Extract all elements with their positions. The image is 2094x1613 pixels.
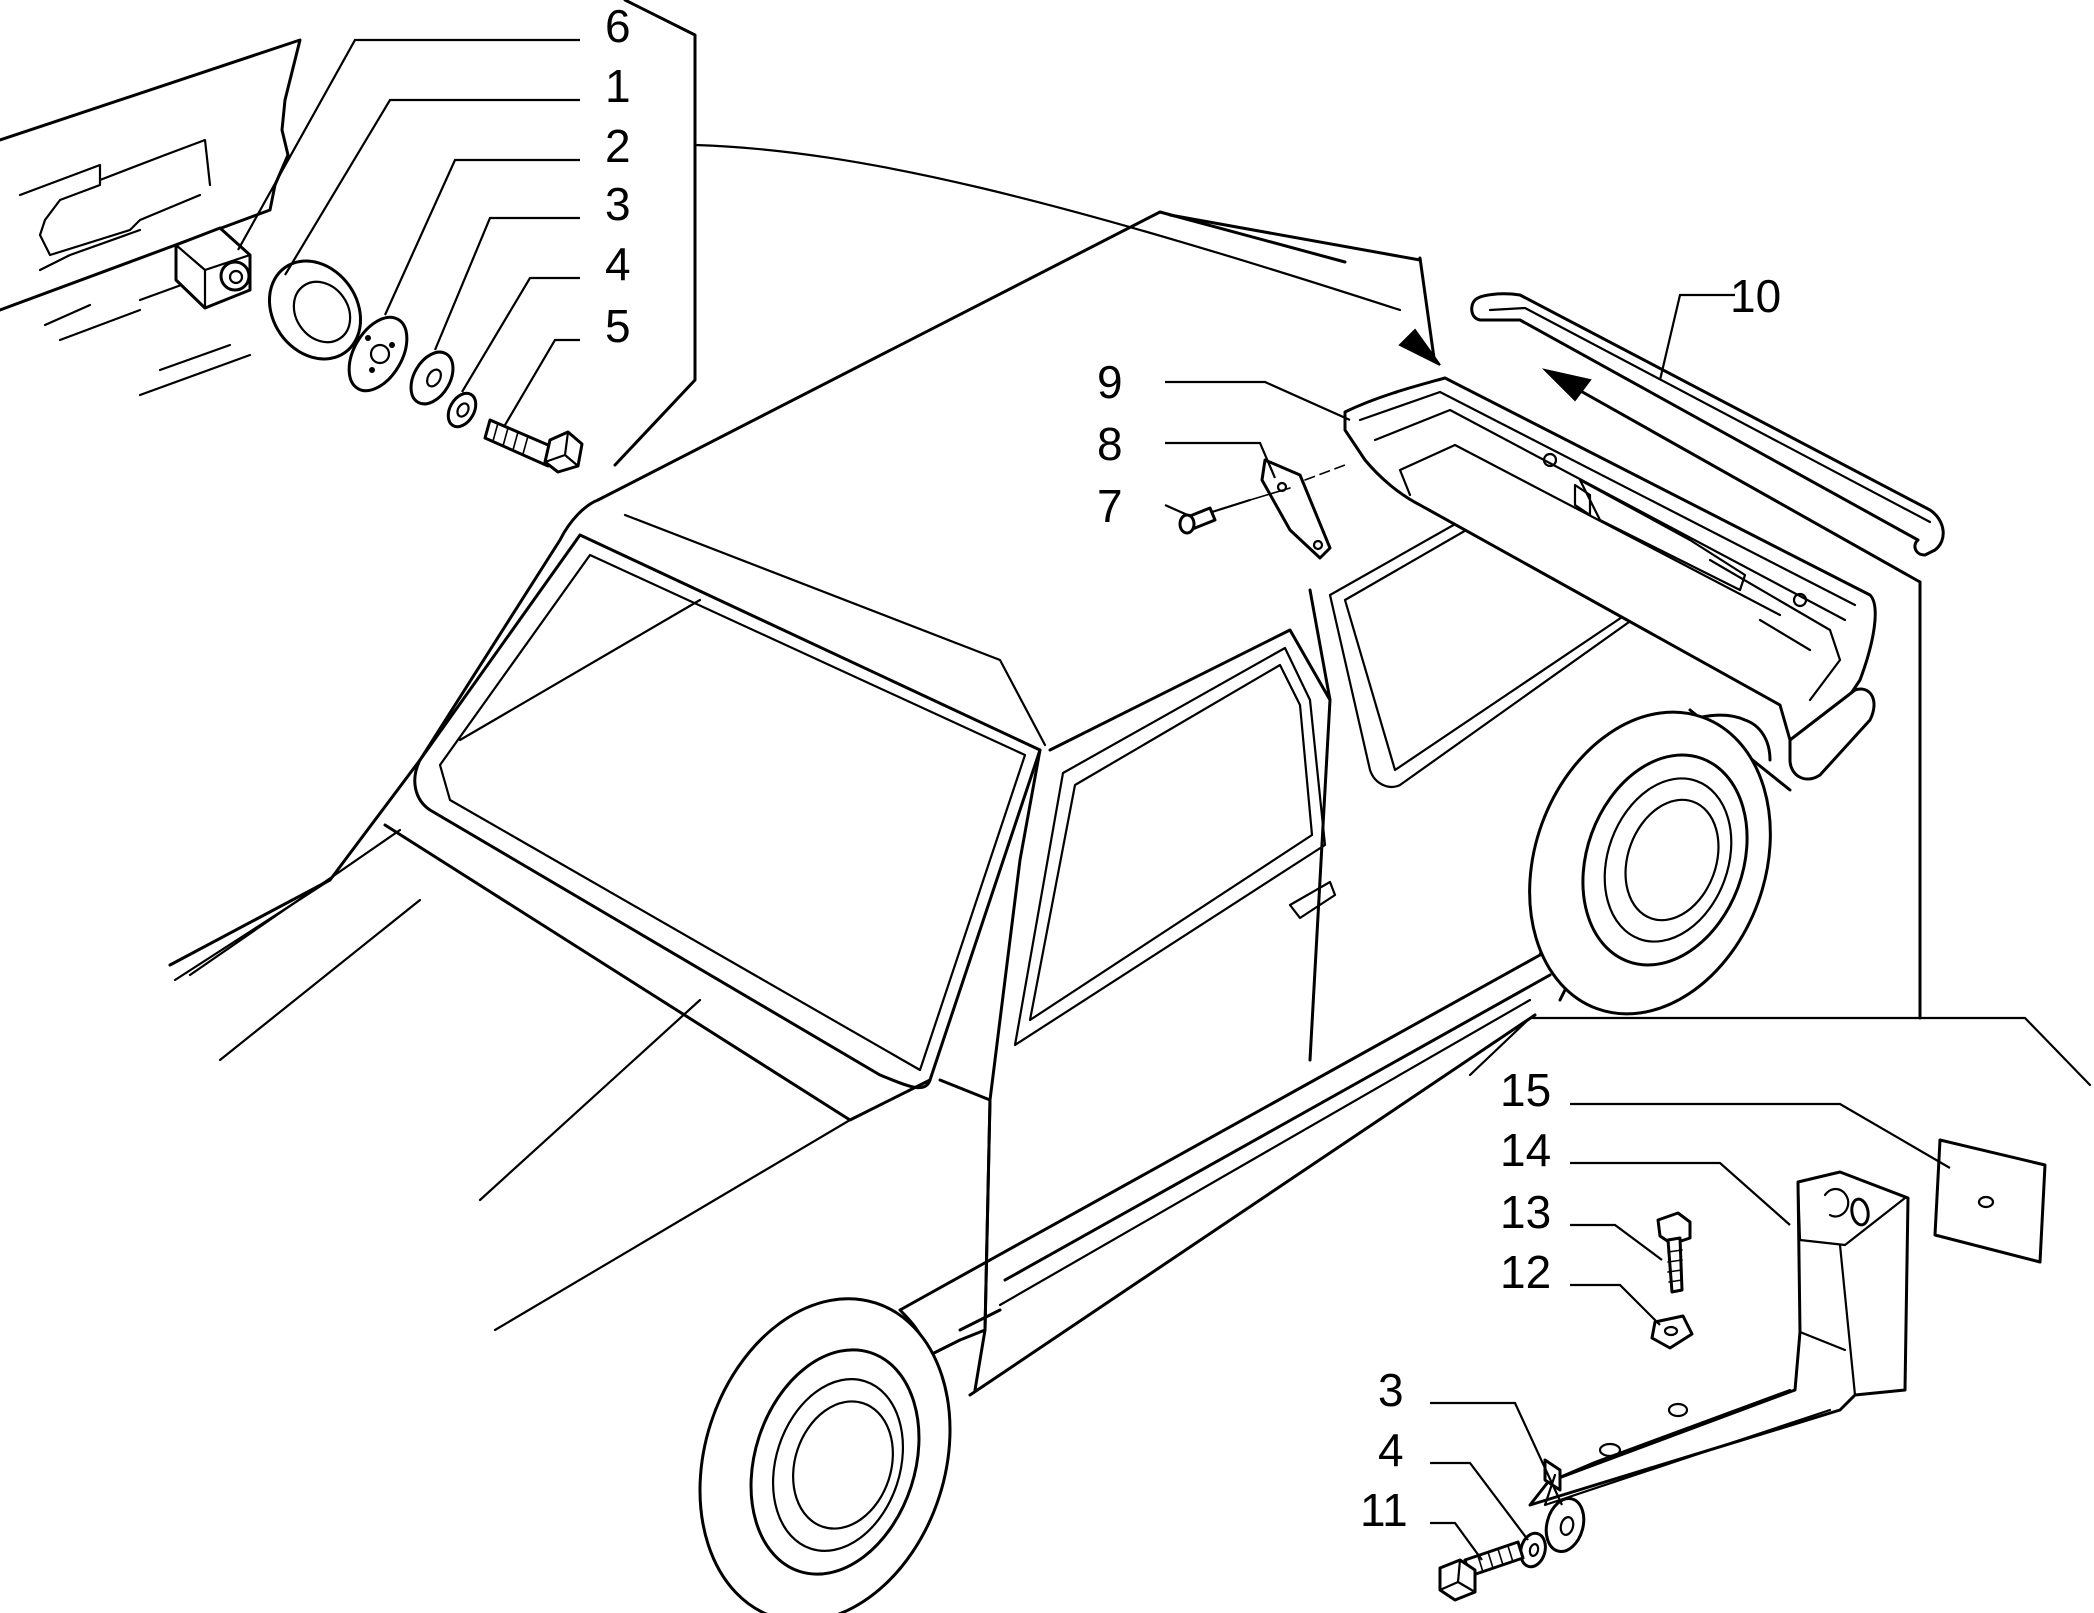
- callout-3-top: 3: [605, 178, 631, 230]
- callout-1: 1: [605, 60, 631, 112]
- callout-8: 8: [1097, 418, 1123, 470]
- callout-9: 9: [1097, 356, 1123, 408]
- callout-12: 12: [1500, 1246, 1551, 1298]
- callout-7: 7: [1097, 480, 1123, 532]
- roof-spoiler: [1470, 292, 1945, 557]
- leader-lines: [237, 38, 1951, 1561]
- callout-3-bottom: 3: [1378, 1364, 1404, 1416]
- rubber-bush: [267, 259, 363, 361]
- rear-wheel: [1528, 710, 1772, 1016]
- side-trim-bracket: [1260, 458, 1332, 560]
- backing-plate: [1933, 1138, 2047, 1264]
- callout-5: 5: [605, 300, 631, 352]
- spring-washer-bottom: [1519, 1531, 1547, 1569]
- support-bracket: [1528, 1170, 1910, 1507]
- callout-4-bottom: 4: [1378, 1424, 1404, 1476]
- callout-2: 2: [605, 120, 631, 172]
- front-wheel: [698, 1297, 952, 1613]
- rear-bumper-end: [1788, 687, 1876, 781]
- hex-bolt-bracket: [1656, 1211, 1692, 1294]
- detail-box-top: [0, 0, 1402, 467]
- callout-13: 13: [1500, 1186, 1551, 1238]
- callout-11: 11: [1360, 1484, 1408, 1536]
- flange-plate: [347, 315, 409, 393]
- flat-washer-top: [409, 350, 455, 406]
- callout-15: 15: [1500, 1064, 1551, 1116]
- callout-4-top: 4: [605, 238, 631, 290]
- cage-nut: [1650, 1314, 1694, 1350]
- assembly-arrows: [1168, 213, 2092, 1087]
- callout-6: 6: [605, 0, 631, 52]
- hex-bolt-top: [483, 418, 584, 474]
- rear-hatch-panel: [1343, 376, 1877, 758]
- hex-bolt-bottom: [1438, 1540, 1525, 1602]
- mounting-block: [174, 226, 252, 310]
- callout-14: 14: [1500, 1124, 1551, 1176]
- callout-labels: 6 1 2 3 4 5 9 8 7 10 15 14 13 12 3 4 11: [605, 0, 1781, 1536]
- flat-washer-bottom: [1544, 1497, 1586, 1553]
- callout-10: 10: [1730, 270, 1781, 322]
- spring-washer-top: [446, 391, 478, 429]
